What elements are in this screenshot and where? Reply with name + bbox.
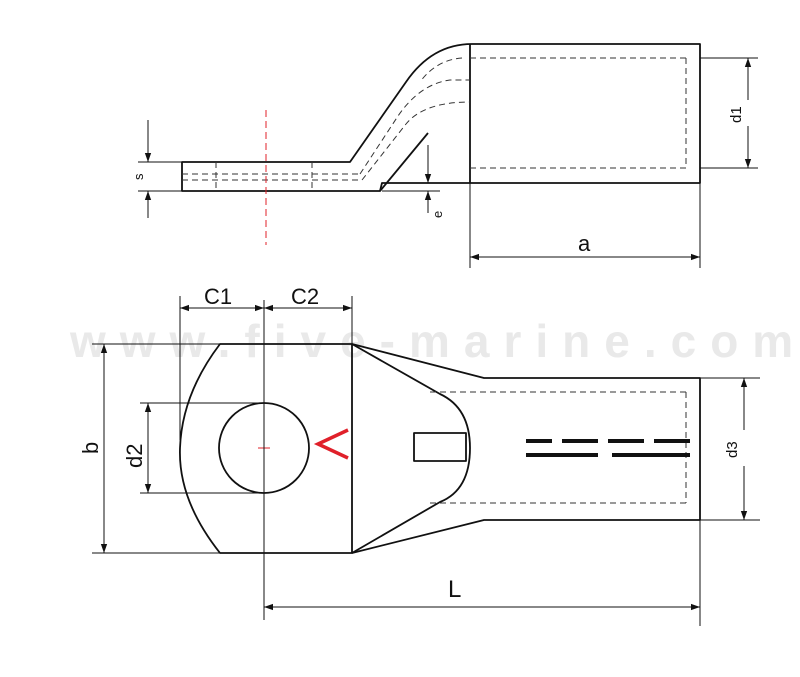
label-d1: d1 <box>728 106 745 123</box>
dimension-e <box>382 145 470 213</box>
dimension-a <box>469 183 701 268</box>
label-s: s <box>131 173 146 180</box>
label-l: L <box>448 576 461 603</box>
label-d3: d3 <box>724 441 741 458</box>
palm-outline <box>179 343 353 554</box>
side-view <box>181 43 701 192</box>
dimension-d3 <box>700 377 760 521</box>
body-outline <box>351 343 701 554</box>
dimension-s <box>138 120 182 218</box>
inner-slot-line <box>379 132 429 192</box>
dimension-l <box>264 520 701 626</box>
label-d2: d2 <box>122 444 147 468</box>
dimension-d2 <box>140 402 264 494</box>
dimension-d1 <box>700 57 758 169</box>
dimension-c1-c2 <box>179 296 353 440</box>
side-view-hidden-lines <box>182 57 687 191</box>
label-b: b <box>78 442 103 454</box>
inspection-window <box>413 432 467 462</box>
label-e: e <box>430 211 445 218</box>
label-c1: C1 <box>204 284 232 309</box>
label-c2: C2 <box>291 284 319 309</box>
v-marker-icon <box>313 428 349 460</box>
tongue-v <box>351 343 471 554</box>
top-view <box>179 343 701 554</box>
watermark-text: www.five-marine.com <box>69 315 800 367</box>
side-view-outline <box>181 43 701 192</box>
dimension-b <box>92 343 220 554</box>
label-a: a <box>578 231 591 256</box>
marking-dashes <box>526 439 690 457</box>
top-view-hidden-lines <box>430 391 687 504</box>
